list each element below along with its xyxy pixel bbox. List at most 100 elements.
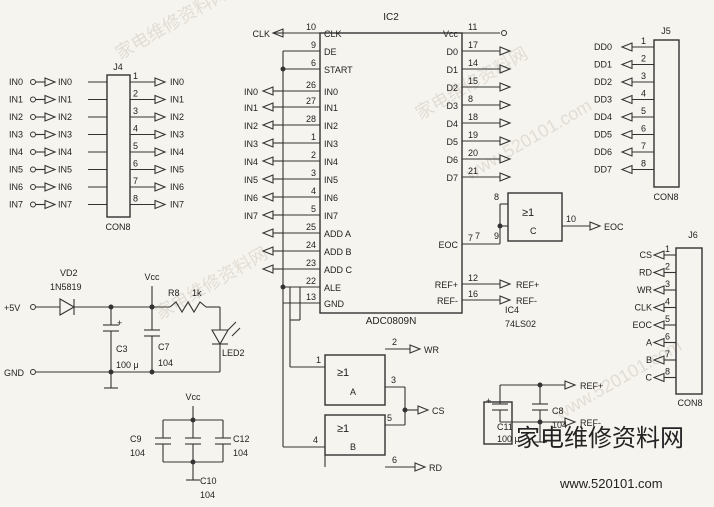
data-out-arrow [499, 100, 512, 110]
rd-arrow [414, 462, 427, 472]
ic2-pin-number: 22 [306, 276, 316, 286]
watermark-text: 家电维修资料网 [112, 0, 231, 63]
j4-part: CON8 [105, 222, 130, 232]
ic2-pin-name: REF- [437, 296, 458, 306]
j4-pin-number: 8 [133, 194, 138, 204]
j4-title: J4 [113, 62, 123, 72]
plus5-terminal [30, 304, 36, 310]
ref-minus-label: REF- [516, 296, 537, 306]
watermark-banner-text: 家电维修资料网 [516, 425, 684, 452]
j4-net-label: IN3 [58, 130, 72, 140]
ic2-pin-number: 24 [306, 240, 316, 250]
ic2-pin-number: 13 [306, 292, 316, 302]
j5-signal-label: DD5 [594, 130, 612, 140]
j4-out-arrow [154, 129, 167, 140]
ic2-pin-number: 8 [468, 94, 473, 104]
c7-label: C7 [158, 342, 170, 352]
j6-arrow [652, 320, 665, 330]
data-out-arrow [499, 64, 512, 74]
ic2-pin-number: 12 [468, 273, 478, 283]
in-arrow [44, 147, 57, 157]
j5-arrow [620, 164, 633, 175]
c11-label: C11 [497, 422, 513, 432]
j5-pin-number: 3 [641, 71, 646, 81]
j6-pin-number: 6 [665, 332, 670, 342]
c11-value: 100 μ [497, 434, 520, 444]
gate-a-label: A [350, 387, 356, 397]
input-terminal [30, 201, 36, 208]
j4-pin-number: 5 [133, 141, 138, 151]
c8-label: C8 [552, 406, 564, 416]
eoc-arrow [589, 221, 602, 231]
input-terminal [30, 166, 36, 173]
address-arrow [261, 264, 274, 274]
j4-pin-number: 6 [133, 159, 138, 169]
ic2-pin-name: ADD B [324, 247, 352, 257]
in-arrow [44, 199, 57, 210]
j4-net-label: IN1 [58, 95, 72, 105]
j6-arrow [652, 285, 665, 295]
vd2-label: VD2 [60, 268, 78, 278]
ic2-pin-number: 20 [468, 148, 478, 158]
j4-out-label: IN6 [170, 182, 184, 192]
gate-b-label: B [350, 442, 356, 452]
ic2-pin-name: ALE [324, 283, 341, 293]
input-terminal [30, 184, 36, 190]
pin-number: 6 [392, 455, 397, 465]
j6-pin-number: 1 [665, 244, 670, 254]
wr-arrow [409, 344, 422, 354]
j4-pin-number: 2 [133, 89, 138, 99]
logo-box [483, 401, 513, 445]
j4-net-label: IN5 [58, 165, 72, 175]
j4-net-label: IN7 [58, 200, 72, 210]
in-label: IN1 [244, 103, 258, 113]
ref-plus-label: REF+ [516, 280, 539, 290]
j4-out-label: IN2 [170, 112, 184, 122]
input-terminal [30, 79, 36, 85]
j5-signal-label: DD6 [594, 147, 612, 157]
j5-pin-number: 8 [641, 159, 646, 169]
ic2-pin-name: IN6 [324, 193, 338, 203]
r8-label: R8 [168, 288, 180, 298]
j6-signal-label: CLK [634, 303, 652, 313]
in-arrow [261, 174, 274, 184]
in-label: IN7 [244, 211, 258, 221]
ic4-ref: IC4 [505, 305, 519, 315]
j4-net-label: IN4 [58, 147, 72, 157]
pin-number: 3 [391, 375, 396, 385]
j5-signal-label: DD3 [594, 95, 612, 105]
led-label: LED2 [222, 348, 245, 358]
in-label: IN0 [244, 87, 258, 97]
j6-signal-label: B [646, 355, 652, 365]
ic2-pin-number: 11 [468, 22, 477, 32]
j5-arrow [620, 42, 633, 52]
watermark-banner-url: www.520101.com [559, 476, 663, 491]
pin-number: 5 [387, 413, 392, 423]
junction-dot [402, 407, 408, 413]
junction-dot [497, 223, 503, 229]
j6-pin-number: 7 [665, 349, 670, 359]
address-arrow [261, 228, 274, 238]
j4-pin-number: 1 [133, 71, 138, 81]
j4-input-label: IN0 [9, 77, 23, 87]
junction-dot [149, 369, 155, 375]
in-label: IN6 [244, 193, 258, 203]
pin-number: 10 [566, 214, 576, 224]
j4-out-label: IN4 [170, 147, 184, 157]
j6-arrow [652, 372, 665, 383]
j4-input-label: IN3 [9, 130, 23, 140]
c8-value: 104 [552, 420, 567, 430]
data-out-arrow [499, 46, 512, 56]
in-arrow [261, 86, 274, 96]
data-out-arrow [499, 172, 512, 182]
j4-input-label: IN4 [9, 147, 23, 157]
ic2-pin-number: 3 [311, 168, 316, 178]
ic2-pin-name: D1 [446, 65, 458, 75]
ic2-pin-name: IN5 [324, 175, 338, 185]
ic2-pin-number: 19 [468, 130, 478, 140]
j6-pin-number: 8 [665, 367, 670, 377]
in-arrow [261, 156, 274, 166]
watermark-text: www.520101.com [461, 95, 595, 184]
ic2-pin-name: EOC [438, 240, 458, 250]
